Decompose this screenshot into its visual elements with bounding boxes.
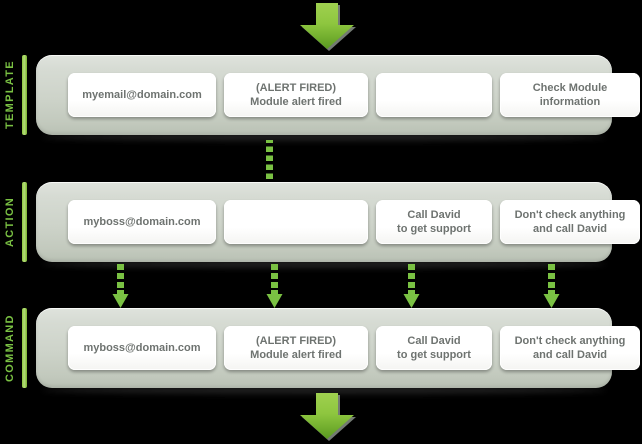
cell-line: myboss@domain.com bbox=[83, 342, 201, 354]
cell-line: Call David bbox=[407, 335, 461, 347]
stage-rail: TEMPLATE ACTION COMMAND bbox=[0, 0, 34, 444]
command-cell-subject[interactable]: (ALERT FIRED) Module alert fired bbox=[224, 326, 368, 370]
stage-label-action: ACTION bbox=[4, 197, 16, 247]
flow-top-arrow bbox=[296, 2, 358, 52]
cell-line: (ALERT FIRED) bbox=[255, 82, 337, 94]
connector-arrow-col4 bbox=[543, 264, 560, 308]
stage-panel-command-inner: myboss@domain.com (ALERT FIRED) Module a… bbox=[36, 308, 640, 388]
cell-line: to get support bbox=[397, 349, 471, 361]
connector-arrow-col1 bbox=[112, 264, 129, 308]
action-cell-instruction[interactable]: Don't check anything and call David bbox=[500, 200, 640, 244]
cell-line: Call David bbox=[407, 209, 461, 221]
action-cell-empty[interactable] bbox=[224, 200, 368, 244]
template-cell-recipient[interactable]: myemail@domain.com bbox=[68, 73, 216, 117]
template-cell-subject[interactable]: (ALERT FIRED) Module alert fired bbox=[224, 73, 368, 117]
template-cell-instruction[interactable]: Check Module information bbox=[500, 73, 640, 117]
action-cell-recipient[interactable]: myboss@domain.com bbox=[68, 200, 216, 244]
cell-line: to get support bbox=[397, 223, 471, 235]
rail-bar-template bbox=[22, 55, 27, 135]
cell-line: Don't check anything bbox=[514, 209, 626, 221]
cell-line: Don't check anything bbox=[514, 335, 626, 347]
stage-panel-action-inner: myboss@domain.com Call David to get supp… bbox=[36, 182, 640, 262]
stage-panel-template: myemail@domain.com (ALERT FIRED) Module … bbox=[36, 55, 640, 135]
rail-bar-command bbox=[22, 308, 27, 388]
command-cell-instruction[interactable]: Don't check anything and call David bbox=[500, 326, 640, 370]
cell-line: myboss@domain.com bbox=[83, 216, 201, 228]
cell-line: Check Module bbox=[532, 82, 608, 94]
action-cell-call[interactable]: Call David to get support bbox=[376, 200, 492, 244]
template-cell-empty[interactable] bbox=[376, 73, 492, 117]
cell-line: (ALERT FIRED) bbox=[255, 335, 337, 347]
stage-label-template: TEMPLATE bbox=[4, 60, 16, 130]
rail-bar-action bbox=[22, 182, 27, 262]
command-cell-recipient[interactable]: myboss@domain.com bbox=[68, 326, 216, 370]
connector-template-to-action bbox=[266, 140, 273, 180]
flow-bottom-arrow bbox=[296, 392, 358, 442]
cell-line: Module alert fired bbox=[250, 96, 342, 108]
cell-line: and call David bbox=[533, 349, 607, 361]
stage-label-command: COMMAND bbox=[4, 314, 16, 382]
connector-arrow-col3 bbox=[403, 264, 420, 308]
cell-line: information bbox=[539, 96, 601, 108]
stage-panel-template-inner: myemail@domain.com (ALERT FIRED) Module … bbox=[36, 55, 640, 135]
connector-arrow-col2 bbox=[266, 264, 283, 308]
stage-panel-command: myboss@domain.com (ALERT FIRED) Module a… bbox=[36, 308, 640, 388]
stage-panel-action: myboss@domain.com Call David to get supp… bbox=[36, 182, 640, 262]
cell-line: and call David bbox=[533, 223, 607, 235]
cell-line: Module alert fired bbox=[250, 349, 342, 361]
cell-line: myemail@domain.com bbox=[82, 89, 202, 101]
command-cell-call[interactable]: Call David to get support bbox=[376, 326, 492, 370]
